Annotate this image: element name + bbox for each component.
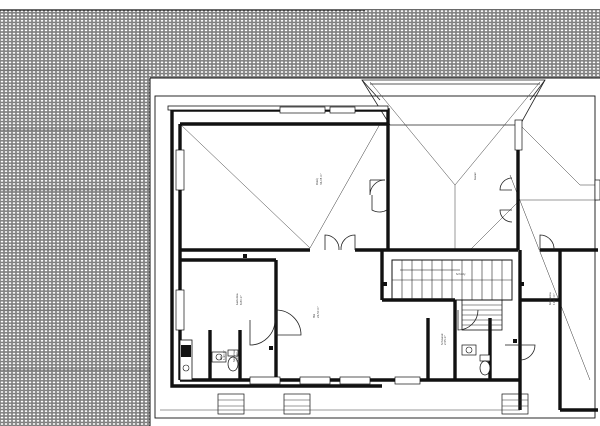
room-area-wc: 1,90 m²: [222, 350, 226, 360]
door-swing-icon: [369, 179, 388, 213]
room-area-hall: 22,50 m²: [316, 306, 320, 318]
room-label-living: Pokój: [315, 178, 319, 185]
room-area-pantry: 2,10 m²: [235, 352, 239, 362]
room-area-utility: 11,60 m²: [552, 293, 556, 305]
room-label-utility: Kotłownia: [548, 292, 552, 305]
sink-icon: [461, 344, 477, 356]
paving-driveway-west: [150, 10, 365, 80]
paving-west: [0, 10, 150, 426]
room-label-garage: Garaż: [473, 172, 477, 180]
door-swing-icon: [499, 177, 513, 223]
kitchen-counter: [179, 339, 193, 381]
room-label-bath: Łazienka: [235, 293, 239, 306]
door-swing-icon: [505, 344, 536, 361]
terrace-base: [150, 78, 600, 426]
staircase: [391, 259, 513, 331]
door-swing-icon: [457, 309, 479, 331]
paving-northeast: [365, 10, 600, 78]
door-swing-icon: [275, 309, 302, 336]
toilet-icon: [479, 354, 491, 376]
room-label-pantry: Spiżarnia: [232, 350, 236, 362]
room-label-hall: Hol: [312, 313, 316, 318]
paving-joints: [0, 10, 150, 426]
room-label-wc: WC: [219, 355, 223, 360]
sink-icon: [211, 351, 227, 363]
entrance-steps: [160, 393, 529, 415]
windows: [175, 106, 600, 385]
room-labels: Pokój 33,05 m² Łazienka 6,80 m² Hol 22,5…: [219, 172, 556, 362]
toilet-icon: [227, 349, 239, 372]
room-label-storage: Schowek: [440, 333, 444, 345]
room-area-living: 33,05 m²: [319, 173, 323, 185]
eaves-outline: [154, 95, 596, 419]
column-markers: [243, 254, 524, 350]
door-swing-icon: [249, 319, 276, 346]
room-label-stair: Schody: [456, 272, 466, 276]
room-area-bath: 6,80 m²: [239, 295, 243, 305]
room-area-storage: 2,55 m²: [443, 335, 447, 345]
door-swing-icon: [324, 234, 356, 251]
door-swing-icon: [539, 234, 555, 251]
